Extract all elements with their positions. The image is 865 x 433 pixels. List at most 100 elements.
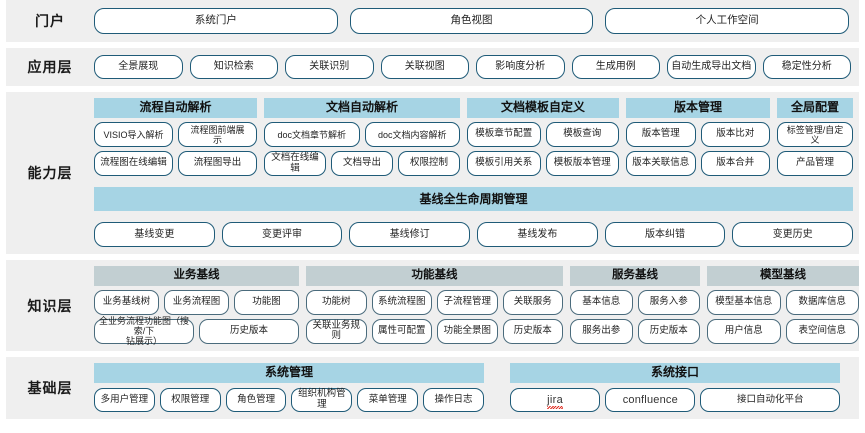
cell-capability-3-0-0[interactable]: 版本管理 (626, 122, 696, 148)
knowledge-groups: 业务基线业务基线树业务流程图功能图全业务流程功能图（搜索/下 钻展示）历史版本功… (94, 266, 859, 346)
cell-capability-3-1-0[interactable]: 版本关联信息 (626, 151, 696, 177)
cell-capability-2-0-1[interactable]: 模板查询 (545, 122, 619, 148)
portal-item-0[interactable]: 系统门户 (94, 8, 338, 34)
application-item-1[interactable]: 知识检索 (189, 55, 278, 79)
foundation-item-1-1[interactable]: confluence (605, 388, 696, 413)
application-item-0[interactable]: 全景展现 (94, 55, 183, 79)
foundation-item-0-5[interactable]: 操作日志 (423, 388, 484, 413)
group-row: 服务出参历史版本 (570, 318, 700, 344)
foundation-item-0-0[interactable]: 多用户管理 (94, 388, 155, 413)
group-capability-3: 版本管理版本管理版本比对版本关联信息版本合并 (626, 98, 770, 177)
layer-knowledge-label: 知识层 (27, 297, 73, 314)
layer-capability-label: 能力层 (27, 165, 73, 182)
cell-capability-1-0-0[interactable]: doc文档章节解析 (264, 122, 360, 148)
cell-knowledge-1-0-3[interactable]: 关联服务 (502, 289, 563, 315)
group-title: 功能基线 (306, 266, 563, 286)
foundation-item-0-3[interactable]: 组织机构管理 (291, 388, 353, 413)
group-title: 版本管理 (626, 98, 770, 119)
group-row: 功能树系统流程图子流程管理关联服务 (306, 289, 563, 315)
cell-knowledge-2-0-0[interactable]: 基本信息 (570, 289, 633, 315)
cell-capability-4-1-0[interactable]: 产品管理 (777, 151, 853, 177)
baseline-item-3[interactable]: 基线发布 (477, 222, 598, 248)
cell-knowledge-0-0-1[interactable]: 业务流程图 (164, 289, 229, 315)
application-item-4[interactable]: 影响度分析 (476, 55, 565, 79)
application-item-5[interactable]: 生成用例 (571, 55, 660, 79)
cell-knowledge-0-0-2[interactable]: 功能图 (234, 289, 299, 315)
group-knowledge-0: 业务基线业务基线树业务流程图功能图全业务流程功能图（搜索/下 钻展示）历史版本 (94, 266, 299, 346)
group-row: 用户信息表空间信息 (707, 318, 859, 344)
cell-capability-3-1-1[interactable]: 版本合并 (700, 151, 770, 177)
group-title: 文档自动解析 (264, 98, 460, 119)
foundation-item-0-1[interactable]: 权限管理 (159, 388, 221, 413)
cell-knowledge-1-1-2[interactable]: 功能全景图 (437, 318, 498, 344)
foundation-item-0-2[interactable]: 角色管理 (225, 388, 287, 413)
cell-capability-3-0-1[interactable]: 版本比对 (700, 122, 770, 148)
cell-knowledge-3-1-1[interactable]: 表空间信息 (785, 318, 859, 344)
layer-knowledge-body: 业务基线业务基线树业务流程图功能图全业务流程功能图（搜索/下 钻展示）历史版本功… (94, 260, 865, 351)
baseline-item-5[interactable]: 变更历史 (732, 222, 854, 248)
baseline-item-4[interactable]: 版本纠错 (604, 222, 726, 248)
cell-knowledge-2-1-0[interactable]: 服务出参 (570, 318, 633, 344)
portal-item-1[interactable]: 角色视图 (349, 8, 594, 34)
application-item-6[interactable]: 自动生成导出文档 (667, 55, 756, 79)
group-row: 基本信息服务入参 (570, 289, 700, 315)
cell-capability-1-1-2[interactable]: 权限控制 (398, 151, 460, 177)
cell-capability-2-1-0[interactable]: 模板引用关系 (467, 151, 541, 177)
application-item-3[interactable]: 关联视图 (380, 55, 469, 79)
cell-capability-1-0-1[interactable]: doc文档内容解析 (364, 122, 460, 148)
cell-capability-0-1-1[interactable]: 流程图导出 (178, 151, 257, 177)
group-row: 模型基本信息数据库信息 (707, 289, 859, 315)
application-item-7[interactable]: 稳定性分析 (762, 55, 851, 79)
baseline-item-2[interactable]: 基线修订 (349, 222, 471, 248)
layer-foundation-label: 基础层 (27, 379, 73, 396)
layer-knowledge: 知识层 业务基线业务基线树业务流程图功能图全业务流程功能图（搜索/下 钻展示）历… (6, 260, 859, 351)
layer-portal-items: 系统门户 角色视图 个人工作空间 (94, 0, 859, 42)
application-item-2[interactable]: 关联识别 (285, 55, 374, 79)
group-capability-2: 文档模板自定义模板章节配置模板查询模板引用关系模板版本管理 (467, 98, 619, 177)
group-row: 业务基线树业务流程图功能图 (94, 289, 299, 315)
cell-knowledge-2-0-1[interactable]: 服务入参 (637, 289, 700, 315)
portal-item-2[interactable]: 个人工作空间 (605, 8, 850, 34)
cell-knowledge-0-1-0[interactable]: 全业务流程功能图（搜索/下 钻展示） (94, 316, 194, 346)
group-knowledge-2: 服务基线基本信息服务入参服务出参历史版本 (570, 266, 700, 344)
group-row: 标签管理/自定 义 (777, 122, 853, 148)
cell-knowledge-2-1-1[interactable]: 历史版本 (637, 318, 700, 344)
cell-knowledge-3-0-0[interactable]: 模型基本信息 (707, 289, 781, 315)
cell-capability-1-1-1[interactable]: 文档导出 (331, 151, 393, 177)
cell-capability-1-1-0[interactable]: 文档在线编辑 (264, 151, 326, 177)
cell-knowledge-1-1-1[interactable]: 属性可配置 (371, 318, 432, 344)
foundation-item-1-0[interactable]: jira (510, 388, 601, 413)
cell-knowledge-0-1-1[interactable]: 历史版本 (199, 318, 299, 344)
cell-capability-0-0-0[interactable]: VISIO导入解析 (94, 122, 173, 148)
cell-capability-4-0-0[interactable]: 标签管理/自定 义 (777, 122, 853, 148)
foundation-item-0-4[interactable]: 菜单管理 (357, 388, 419, 413)
cell-knowledge-1-0-2[interactable]: 子流程管理 (437, 289, 498, 315)
group-title: 模型基线 (707, 266, 859, 286)
cell-knowledge-1-0-0[interactable]: 功能树 (306, 289, 367, 315)
cell-knowledge-1-1-0[interactable]: 关联业务规则 (306, 318, 367, 344)
foundation-column-1: 系统接口 jira confluence 接口自动化平台 (510, 362, 840, 413)
cell-knowledge-3-0-1[interactable]: 数据库信息 (785, 289, 859, 315)
confluence-label: confluence (622, 393, 678, 406)
baseline-item-1[interactable]: 变更评审 (221, 222, 343, 248)
cell-knowledge-1-0-1[interactable]: 系统流程图 (371, 289, 432, 315)
foundation-item-1-2[interactable]: 接口自动化平台 (700, 388, 840, 413)
group-knowledge-1: 功能基线功能树系统流程图子流程管理关联服务关联业务规则属性可配置功能全景图历史版… (306, 266, 563, 344)
foundation-column-title: 系统接口 (510, 362, 840, 384)
cell-capability-0-0-1[interactable]: 流程图前端展 示 (178, 122, 257, 148)
baseline-item-0[interactable]: 基线变更 (94, 222, 215, 248)
cell-capability-2-0-0[interactable]: 模板章节配置 (467, 122, 541, 148)
cell-knowledge-1-1-3[interactable]: 历史版本 (502, 318, 563, 344)
cell-knowledge-0-0-0[interactable]: 业务基线树 (94, 289, 159, 315)
cell-capability-0-1-0[interactable]: 流程图在线编辑 (94, 151, 173, 177)
cell-knowledge-3-1-0[interactable]: 用户信息 (707, 318, 781, 344)
group-row: 关联业务规则属性可配置功能全景图历史版本 (306, 318, 563, 344)
cell-capability-2-1-1[interactable]: 模板版本管理 (545, 151, 619, 177)
